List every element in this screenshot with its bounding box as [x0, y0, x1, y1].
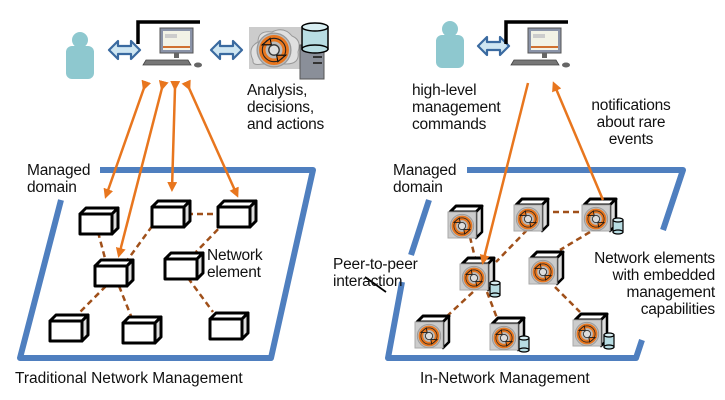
embedded-elements-label-line: Network elements — [594, 250, 715, 267]
embedded-elements-label-line: with embedded — [612, 267, 715, 284]
smart-network-element — [573, 314, 607, 346]
network-element — [163, 251, 205, 281]
smart-network-element — [415, 316, 449, 348]
management-arrows — [479, 81, 605, 265]
storage-icon — [612, 217, 624, 235]
commands-label: high-level management commands — [412, 82, 501, 133]
peer-interaction-label-line: Peer-to-peer — [333, 256, 418, 273]
embedded-elements-label: Network elements with embedded managemen… — [570, 250, 715, 318]
analysis-label-line: and actions — [247, 116, 325, 133]
notifications-label: notifications about rare events — [576, 97, 686, 148]
notifications-label-line: about rare — [596, 114, 666, 131]
storage-icon — [489, 280, 501, 298]
embedded-elements-label-line: management — [626, 284, 716, 301]
smart-network-element — [448, 206, 482, 238]
network-element — [93, 258, 135, 288]
storage-icon — [518, 335, 530, 353]
exchange-arrow-icon — [107, 39, 142, 61]
managed-domain-label: Managed domain — [393, 162, 456, 196]
managed-domain-label-line: domain — [27, 179, 77, 196]
smart-network-element — [514, 199, 548, 231]
commands-label-line: high-level — [412, 82, 477, 99]
person-icon — [66, 32, 94, 79]
commands-label-line: management — [412, 99, 501, 116]
person-icon — [436, 21, 464, 68]
storage-icon — [603, 332, 615, 350]
computer-icon — [504, 20, 572, 70]
pointer-line — [364, 276, 387, 293]
network-element — [150, 199, 192, 229]
peer-interaction-label: Peer-to-peer interaction — [333, 256, 418, 290]
smart-network-element — [529, 252, 563, 284]
computer-icon — [136, 20, 204, 70]
left-panel — [17, 20, 329, 361]
right-panel — [364, 20, 686, 361]
analysis-engine-icon — [249, 27, 301, 69]
right-panel-title: In-Network Management — [420, 370, 590, 387]
smart-network-element — [582, 199, 616, 231]
exchange-arrow-icon — [209, 39, 244, 61]
analysis-label-line: decisions, — [247, 99, 314, 116]
network-links — [75, 212, 226, 317]
management-arrows — [103, 79, 239, 258]
network-element-label-line: element — [207, 264, 261, 281]
network-element — [78, 206, 120, 236]
notifications-label-line: notifications — [591, 97, 671, 114]
managed-domain-border — [467, 167, 686, 231]
analysis-label: Analysis, decisions, and actions — [247, 82, 324, 133]
managed-domain-label-line: Managed — [393, 162, 457, 179]
network-element-label: Network element — [207, 247, 263, 281]
analysis-label-line: Analysis, — [247, 82, 308, 99]
network-element — [208, 311, 250, 341]
managed-domain-label-line: domain — [393, 179, 443, 196]
server-icon — [299, 22, 329, 80]
notifications-label-line: events — [608, 131, 654, 148]
commands-label-line: commands — [412, 116, 487, 133]
network-element — [48, 313, 90, 343]
smart-network-element — [460, 258, 494, 290]
managed-domain-label: Managed domain — [27, 162, 90, 196]
managed-domain-border — [17, 167, 316, 361]
network-element-label-line: Network — [207, 247, 263, 264]
embedded-elements-label-line: capabilities — [640, 301, 715, 318]
left-panel-title: Traditional Network Management — [15, 370, 243, 387]
network-element — [216, 199, 258, 229]
peer-interaction-label-line: interaction — [333, 273, 403, 290]
network-element — [121, 315, 163, 345]
managed-domain-label-line: Managed — [27, 162, 91, 179]
